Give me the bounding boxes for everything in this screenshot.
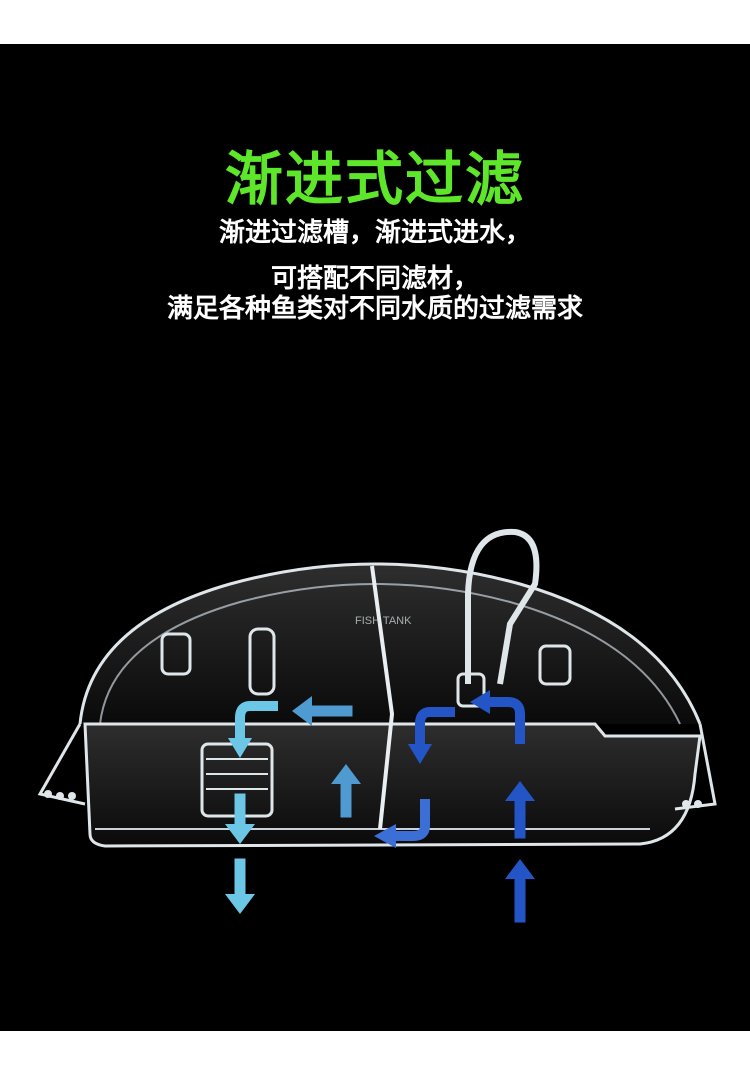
subtitle-line-1: 渐进过滤槽，渐进式进水， [218,218,531,248]
tray-divider [370,565,395,830]
tray-left-wing [37,723,86,806]
filter-box-icon: FISH TANK [37,528,717,923]
product-banner: 渐进式过滤 渐进过滤槽，渐进式进水， 可搭配不同滤材， 满足各种鱼类对不同水质的… [0,44,750,1031]
mid-flow-arrows [292,696,361,818]
subtitle-line-3: 满足各种鱼类对不同水质的过滤需求 [166,294,583,324]
left-clip [160,632,192,676]
left-cup [248,627,276,696]
headline: 渐进式过滤 [224,145,525,213]
right-clip [538,644,572,686]
inlet-pipe [465,528,540,685]
product-label: FISH TANK [355,615,412,627]
outlet-flow-arrows [225,701,278,914]
inlet-flow-arrows [374,690,535,923]
inlet-socket [456,672,486,708]
subtitle-line-2: 可搭配不同滤材， [270,264,479,294]
